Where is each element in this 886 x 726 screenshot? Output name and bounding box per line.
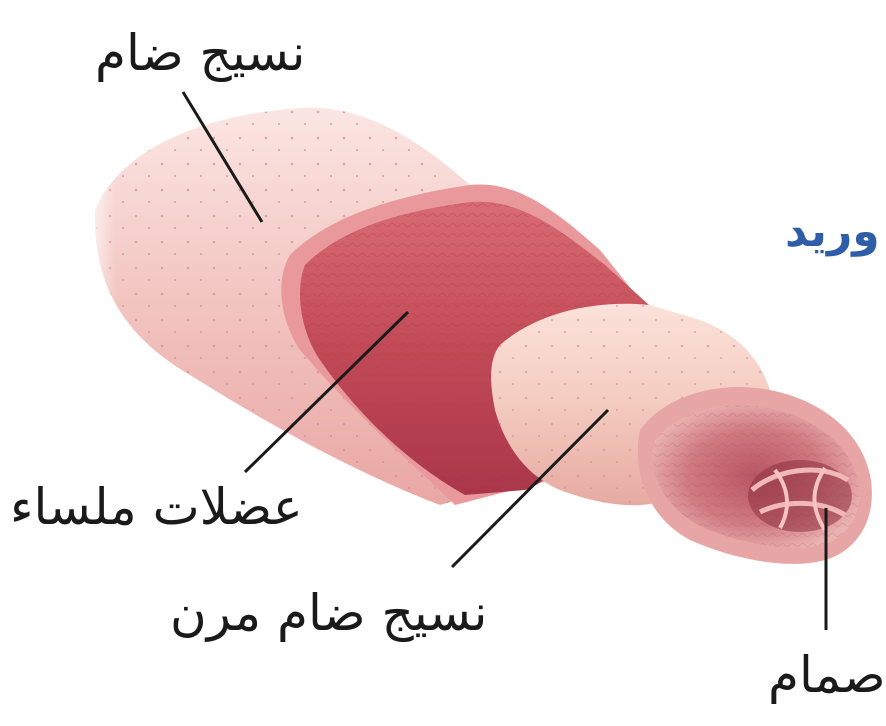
label-elastic-connective-tissue: نسيج ضام مرن bbox=[170, 588, 487, 638]
valve-illustration bbox=[748, 460, 852, 532]
label-connective-tissue: نسيج ضام bbox=[95, 28, 305, 78]
diagram-title: وريد bbox=[785, 210, 880, 254]
label-valve: صمام bbox=[768, 650, 886, 700]
label-smooth-muscle: عضلات ملساء bbox=[10, 482, 303, 532]
